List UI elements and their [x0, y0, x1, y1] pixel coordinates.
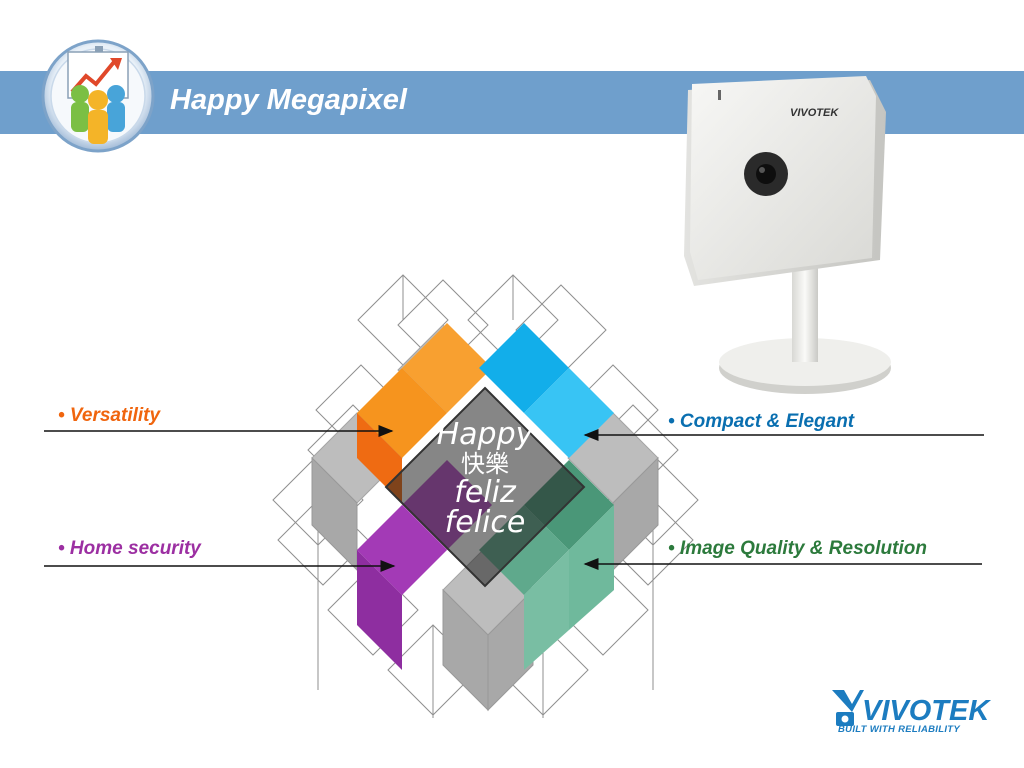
center-words: Happy 快樂 feliz felice — [420, 420, 550, 538]
camera-brand-label: VIVOTEK — [790, 107, 839, 119]
happy-cube-graphic — [272, 274, 699, 718]
bullet-compact-elegant: • Compact & Elegant — [668, 411, 855, 432]
vivotek-logo-icon — [832, 690, 864, 726]
center-word-feliz: feliz — [454, 475, 516, 510]
brand-tagline: BUILT WITH RELIABILITY — [838, 724, 960, 735]
page-title: Happy Megapixel — [170, 84, 407, 116]
center-word-happy: Happy — [436, 417, 534, 452]
center-word-chinese: 快樂 — [461, 450, 509, 478]
brand-name: VIVOTEK — [862, 695, 990, 727]
bullet-versatility: • Versatility — [58, 405, 161, 426]
camera-image: VIVOTEK — [684, 76, 891, 394]
bullet-home-security: • Home security — [58, 538, 201, 559]
presentation-people-icon — [41, 39, 155, 153]
center-word-felice: felice — [444, 505, 526, 540]
bullet-image-quality: • Image Quality & Resolution — [668, 538, 927, 559]
